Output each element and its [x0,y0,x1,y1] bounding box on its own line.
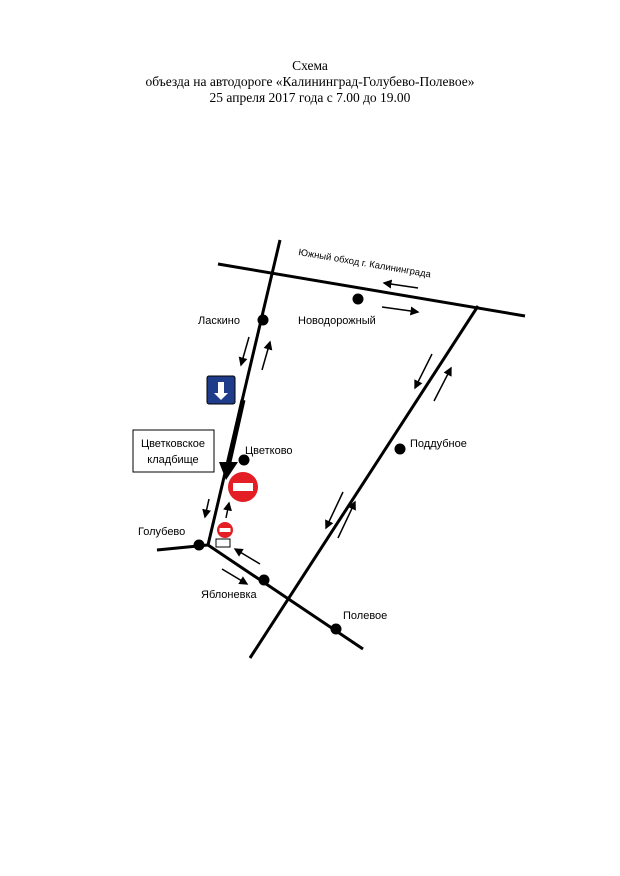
cemetery-label-line1: Цветковское [141,438,205,450]
closed-section [226,399,246,463]
direction-arrow-icon [433,366,452,402]
tsvetkovo-dot [238,454,250,466]
title-line-1: Схема [292,58,328,73]
poddubnoe-dot [394,443,406,455]
direction-sign [206,375,236,405]
golubevo-label: Голубево [138,526,185,538]
yablonevka-label: Яблоневка [201,589,258,601]
polevoe-label: Полевое [343,610,387,622]
no-entry-sign-large [228,472,258,502]
laskino-label: Ласкино [198,315,240,327]
direction-arrow-icon [221,568,249,585]
direction-arrow-icon [233,548,261,565]
direction-arrow-icon [238,336,250,367]
main-road-north [206,239,282,546]
direction-arrow-icon [202,498,212,519]
yablonevka-dot [258,574,270,586]
detour-road-east [248,305,480,659]
direction-arrow-icon [223,501,232,519]
closed-section-arrow-icon [219,462,238,480]
poddubnoe-label: Поддубное [410,438,467,450]
south-bypass-label: Южный обход г. Калининграда [297,247,432,280]
schema-title: Схема объезда на автодороге «Калининград… [0,58,620,106]
tsvetkovo-label: Цветково [245,445,293,457]
novodorozhny-dot [352,293,364,305]
direction-arrow-icon [381,306,420,316]
laskino-dot [257,314,269,326]
cemetery-box [132,429,215,473]
direction-arrow-icon [261,340,273,371]
title-line-2: объезда на автодороге «Калининград-Голуб… [145,74,475,89]
direction-arrow-icon [382,279,419,289]
sign-plate [215,538,231,548]
south-bypass-road [217,262,526,318]
polevoe-dot [330,623,342,635]
direction-arrow-icon [337,500,356,539]
golubevo-dot [193,539,205,551]
novodorozhny-label: Новодорожный [298,315,376,327]
no-entry-sign-small [217,522,233,538]
title-line-3: 25 апреля 2017 года с 7.00 до 19.00 [209,90,411,105]
arrow-down-icon [214,382,228,400]
cemetery-label-line2: кладбище [147,454,198,466]
direction-arrow-icon [325,491,344,530]
direction-arrow-icon [414,353,433,390]
